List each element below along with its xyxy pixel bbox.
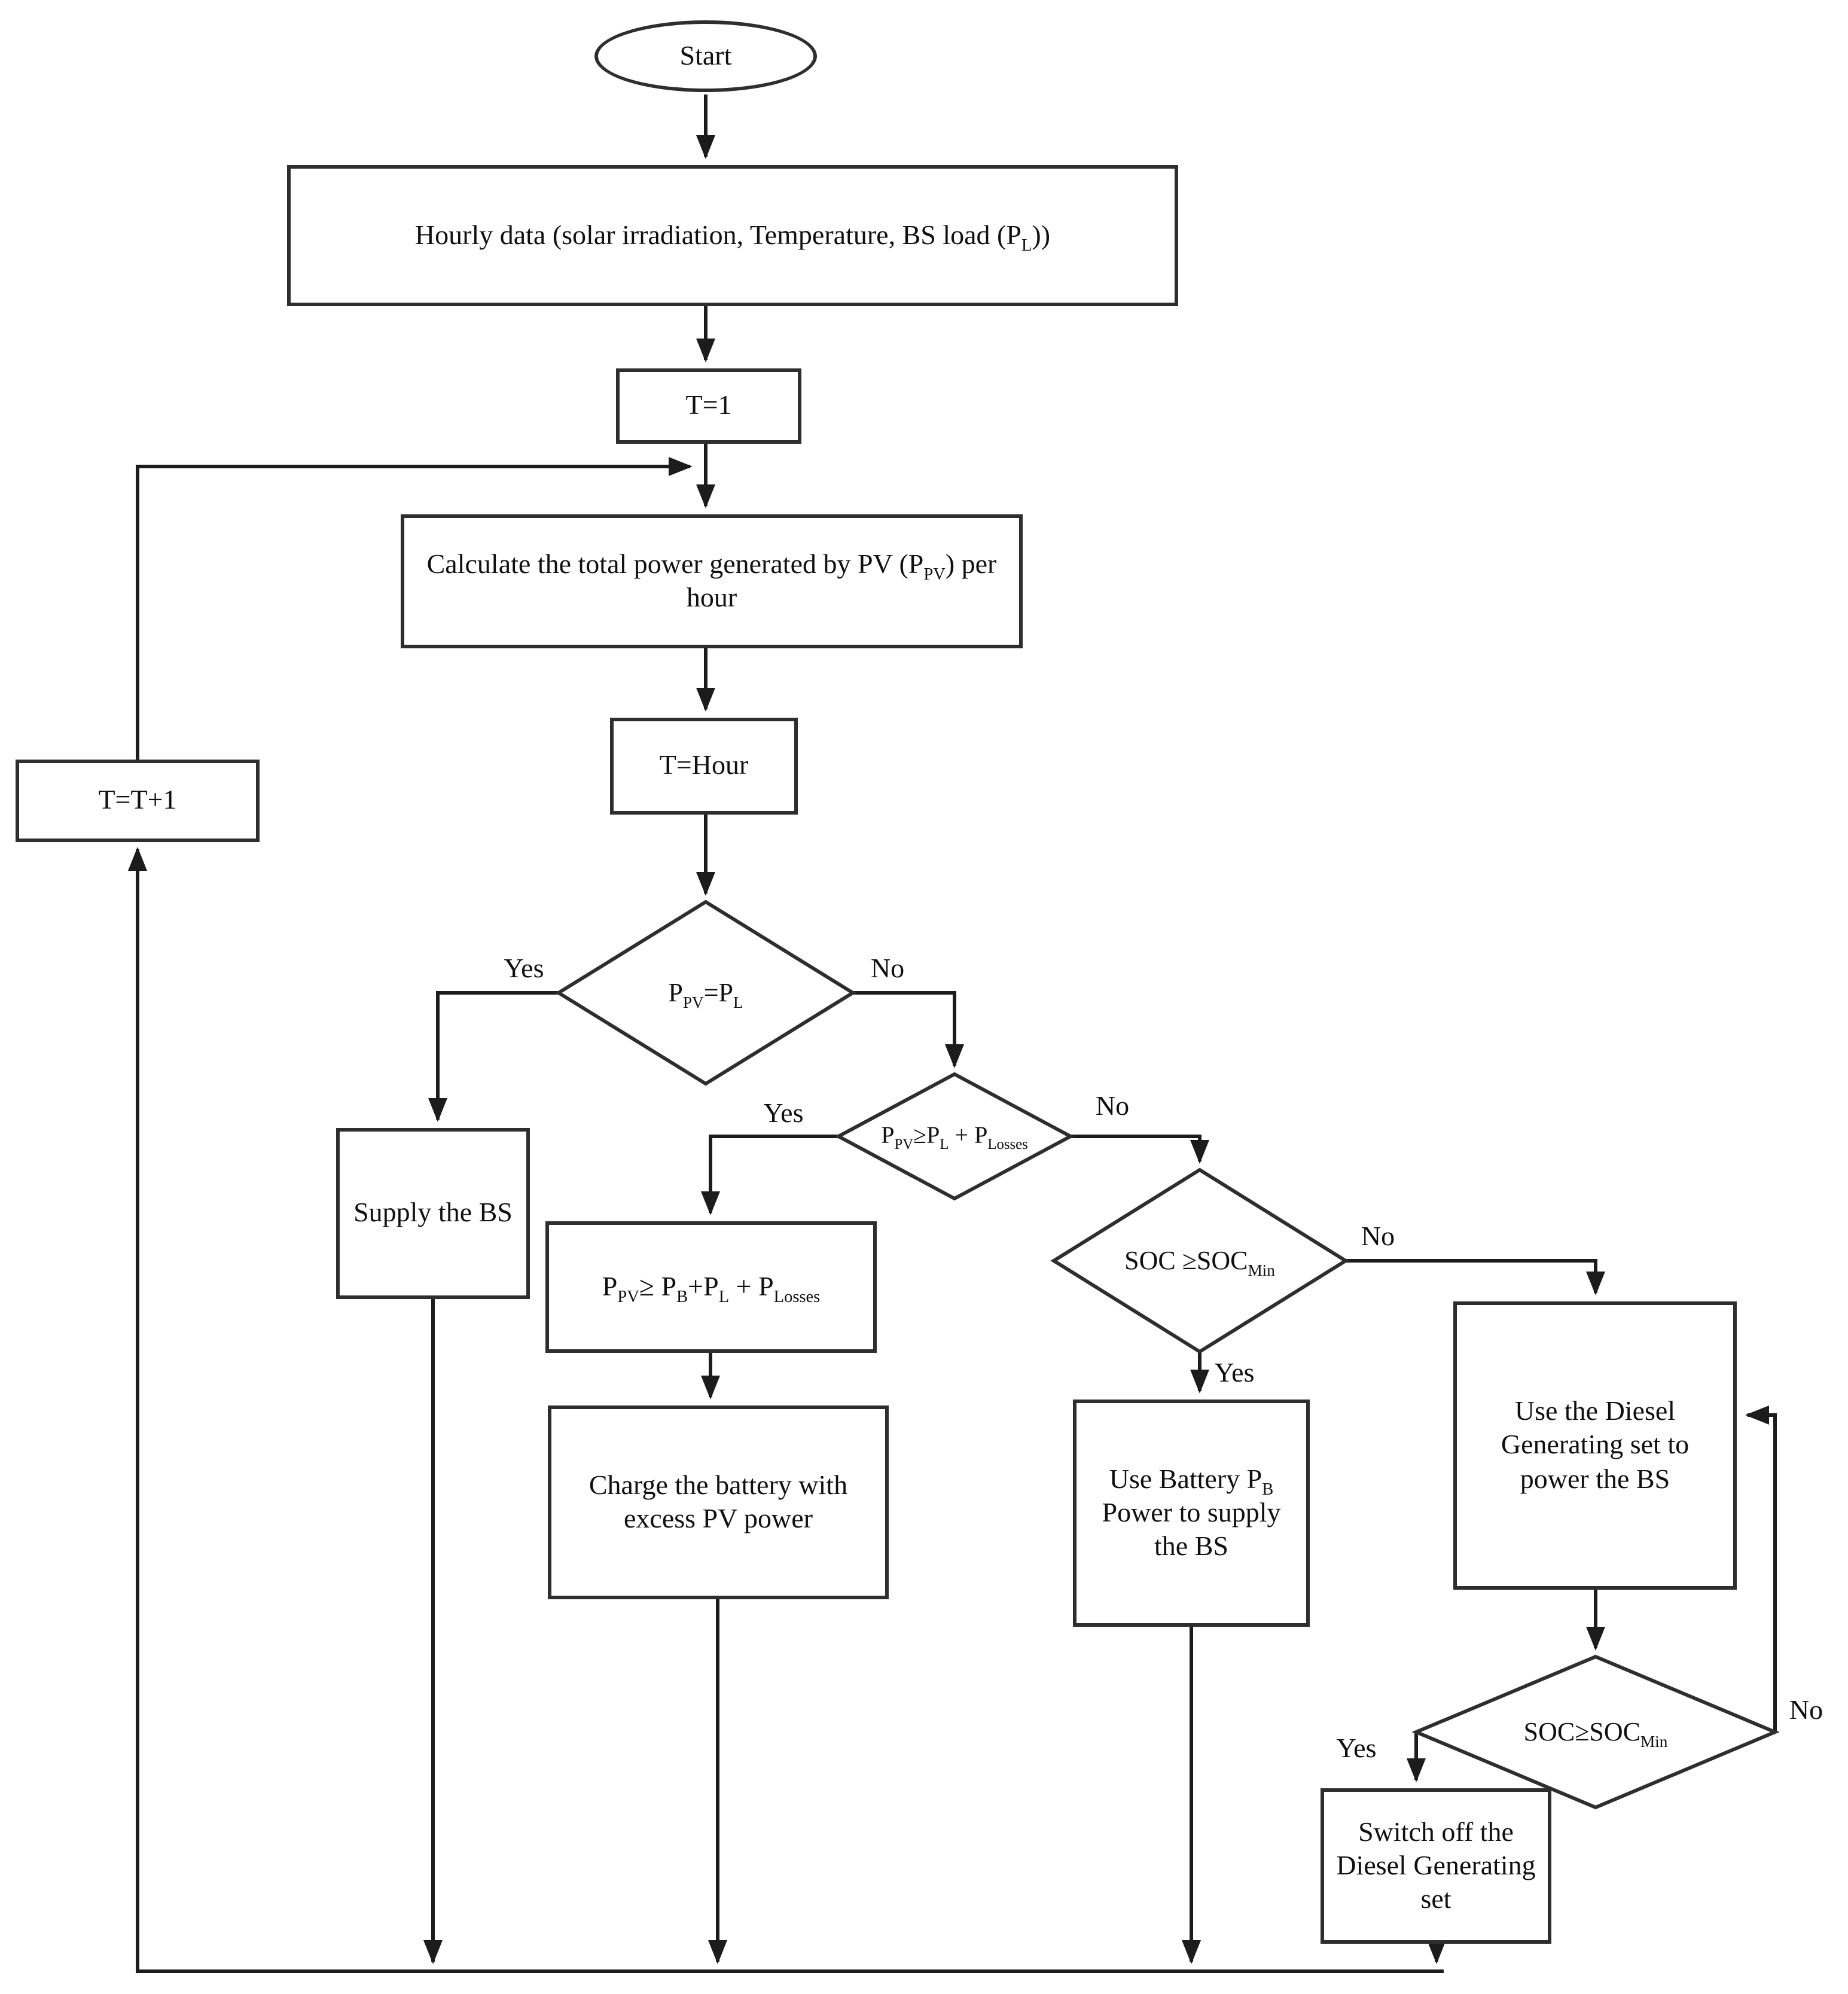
edge-label-decision1-no: No: [870, 953, 905, 983]
node-charge-battery: Charge the battery with excess PV power: [548, 1405, 889, 1599]
node-charge-battery-label: Charge the battery with excess PV power: [588, 1469, 848, 1533]
node-supply-bs-label: Supply the BS: [353, 1197, 513, 1228]
edge-decision2-yes-to-pv-ge-batt: [701, 1135, 838, 1215]
node-start: Start: [594, 20, 817, 92]
node-hourly-data: Hourly data (solar irradiation, Temperat…: [287, 165, 1178, 306]
node-t-hour: T=Hour: [610, 718, 798, 815]
edge-label-decision2-no: No: [1095, 1091, 1130, 1121]
edge-bottom-return-to-t-increment: [128, 847, 1444, 1973]
decision-shape-soc-ge-min-1: [1050, 1167, 1349, 1354]
decision-pv-equals-load-label: PPV=PL: [668, 977, 743, 1011]
node-use-diesel: Use the Diesel Generating set to power t…: [1453, 1301, 1737, 1590]
decision-shape-soc-ge-min-2: [1411, 1654, 1780, 1810]
edge-label-decision3-no: No: [1361, 1221, 1395, 1251]
edge-decision2-no-to-decision3: [1071, 1135, 1209, 1164]
node-use-battery: Use Battery PB Power to supply the BS: [1073, 1400, 1310, 1627]
edge-decision1-no-to-decision2: [853, 991, 964, 1068]
node-supply-bs: Supply the BS: [336, 1128, 530, 1299]
node-pv-ge-battery-load-losses: PPV≥ PB+PL + PLosses: [545, 1221, 877, 1353]
edge-label-decision2-yes: Yes: [763, 1098, 804, 1128]
decision-soc-ge-min-2-label: SOC≥SOCMin: [1523, 1716, 1668, 1751]
edge-decision3-no-to-diesel: [1346, 1259, 1605, 1295]
edge-label-decision1-yes: Yes: [504, 953, 544, 983]
decision-shape-pv-equals-load: [555, 900, 856, 1086]
node-switch-off-diesel-label: Switch off the Diesel Generating set: [1336, 1816, 1536, 1914]
node-t-init: T=1: [616, 368, 801, 444]
edge-label-decision4-yes: Yes: [1336, 1733, 1377, 1763]
edge-label-decision3-yes: Yes: [1214, 1358, 1255, 1388]
node-t-init-label: T=1: [685, 390, 732, 420]
edge-decision1-yes-to-supply: [428, 991, 559, 1122]
edge-label-decision4-no: No: [1789, 1695, 1823, 1725]
node-hourly-data-label: Hourly data (solar irradiation, Temperat…: [414, 219, 1051, 256]
edge-t-increment-to-junction: [136, 457, 693, 760]
decision-pv-ge-load-plus-losses-label: PPV≥PL + PLosses: [881, 1123, 1028, 1153]
node-use-battery-label: Use Battery PB Power to supply the BS: [1102, 1464, 1281, 1562]
node-t-increment: T=T+1: [16, 760, 260, 842]
decision-soc-ge-min-1-label: SOC ≥SOCMin: [1124, 1245, 1275, 1279]
decision-shape-pv-ge-load-plus-losses: [834, 1072, 1075, 1201]
edge-decision4-no-loopback-to-diesel: [1745, 1405, 1777, 1732]
node-pv-ge-battery-load-losses-label: PPV≥ PB+PL + PLosses: [602, 1271, 821, 1307]
node-switch-off-diesel: Switch off the Diesel Generating set: [1321, 1788, 1551, 1944]
node-use-diesel-label: Use the Diesel Generating set to power t…: [1501, 1396, 1690, 1494]
node-calc-pv-power: Calculate the total power generated by P…: [401, 514, 1023, 648]
node-calc-pv-power-label: Calculate the total power generated by P…: [426, 548, 997, 612]
node-start-label: Start: [679, 40, 732, 71]
node-t-increment-label: T=T+1: [98, 785, 177, 815]
node-t-hour-label: T=Hour: [659, 750, 749, 780]
